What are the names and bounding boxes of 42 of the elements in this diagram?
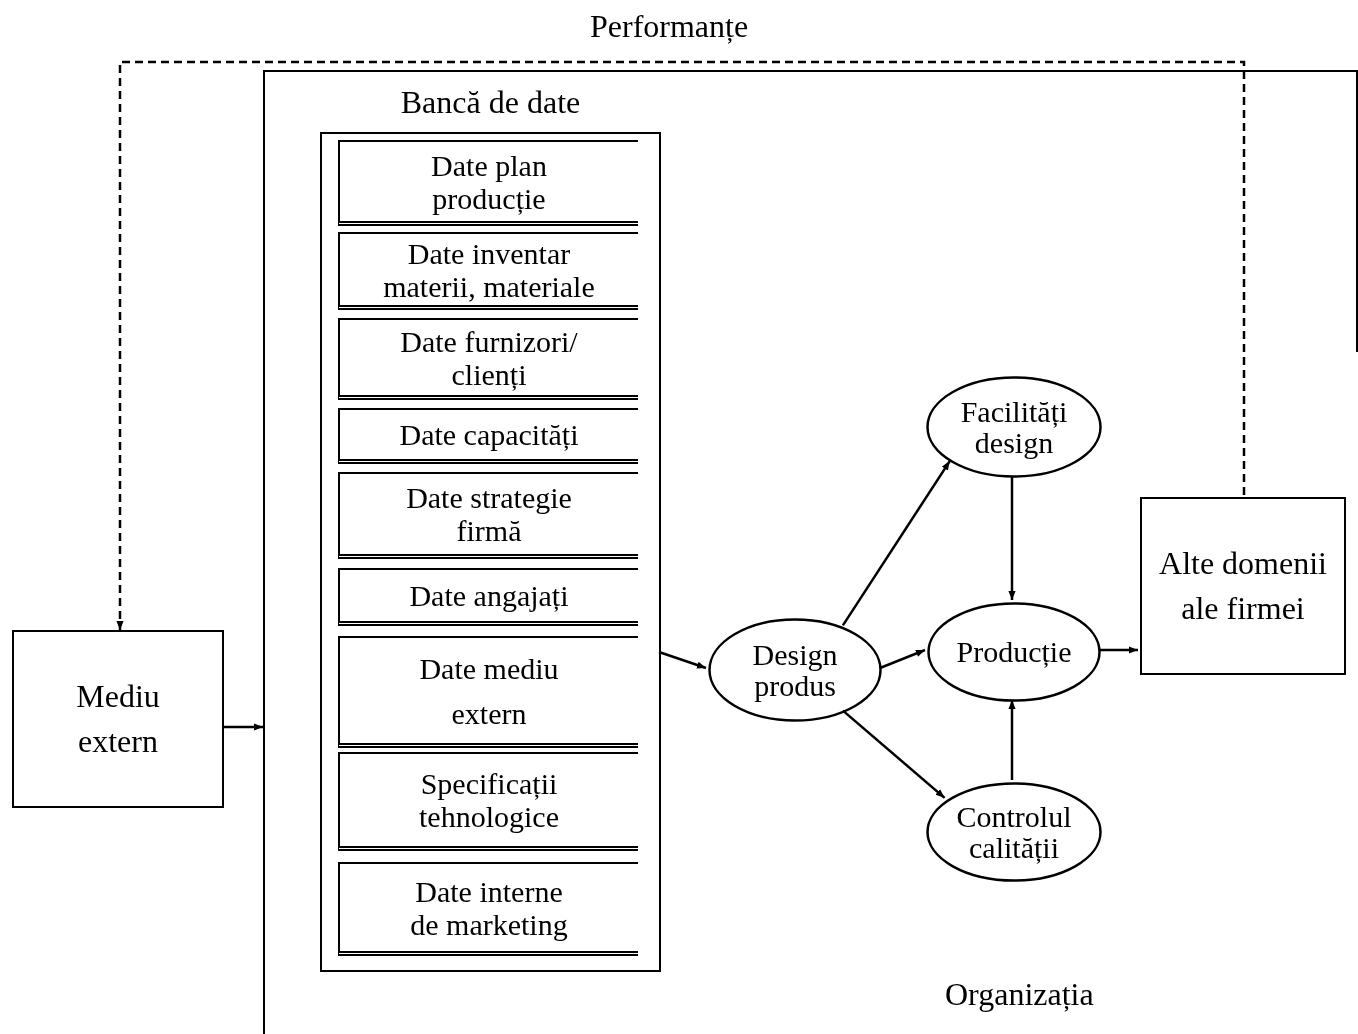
process-ellipse (926, 782, 1102, 882)
data-store-box (338, 232, 638, 310)
data-store-box (338, 636, 638, 748)
data-store-box (338, 568, 638, 626)
data-store-label: Date furnizori/ clienți (399, 324, 579, 391)
data-store-box (338, 862, 638, 956)
arrow (1008, 476, 1016, 600)
data-store-label: Date capacități (399, 418, 579, 451)
data-store-label: Date interne de marketing (409, 874, 569, 941)
process-label: Mediu extern (75, 677, 161, 761)
process-ellipse (926, 376, 1102, 478)
arrow (1099, 646, 1138, 654)
data-store-box (338, 318, 638, 400)
data-store-box (338, 140, 638, 226)
process-label: Controlul calității (955, 800, 1073, 864)
data-store-box (338, 752, 638, 851)
process-label: Alte domenii ale firmei (1158, 544, 1328, 628)
data-store-label: Specificații tehnologice (418, 767, 560, 833)
panel-heading: Bancă de date (400, 83, 581, 122)
arrow (841, 460, 951, 627)
data-store-label: Date plan producție (430, 148, 548, 215)
process-label: Producție (955, 636, 1073, 668)
process-box (1140, 497, 1346, 675)
organization-frame (263, 70, 1358, 1034)
frame-title: Organizația (945, 976, 1094, 1012)
arrow (879, 648, 926, 670)
arrow (658, 650, 707, 670)
arrow (842, 709, 946, 799)
process-label: Facilități design (959, 395, 1069, 459)
data-store-label: Date angajați (409, 579, 569, 612)
arrow (116, 60, 1246, 630)
process-ellipse (708, 618, 882, 722)
arrow (224, 723, 263, 731)
arrow (1008, 700, 1016, 780)
data-store-label: Date strategie firmă (405, 481, 573, 547)
process-ellipse (927, 602, 1101, 702)
process-box (12, 630, 224, 808)
data-store-box (338, 408, 638, 464)
data-store-label: Date inventar materii, materiale (382, 236, 596, 303)
process-label: Design produs (751, 638, 839, 702)
data-store-box (338, 472, 638, 559)
data-store-label: Date mediu extern (418, 650, 560, 732)
